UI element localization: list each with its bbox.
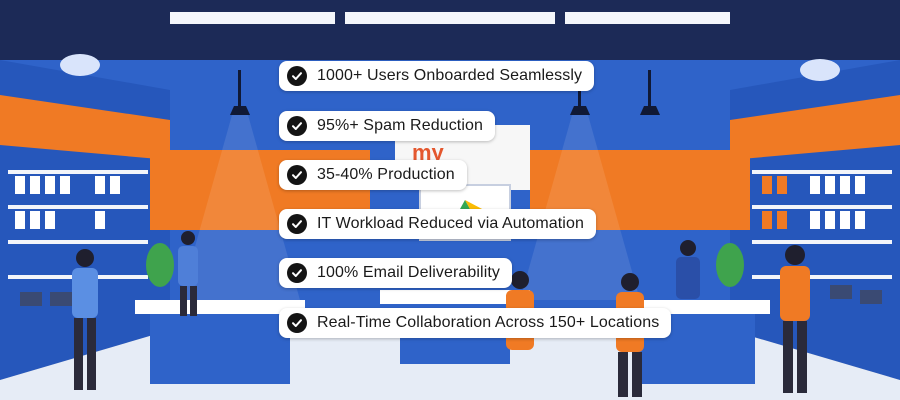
check-circle-icon <box>287 214 307 234</box>
highlight-it-workload: IT Workload Reduced via Automation <box>279 209 596 239</box>
highlight-text: 100% Email Deliverability <box>317 264 501 281</box>
check-circle-icon <box>287 165 307 185</box>
check-circle-icon <box>287 263 307 283</box>
highlight-text: 95%+ Spam Reduction <box>317 117 484 134</box>
highlight-text: Real-Time Collaboration Across 150+ Loca… <box>317 314 660 331</box>
check-circle-icon <box>287 313 307 333</box>
highlight-spam-reduction: 95%+ Spam Reduction <box>279 111 496 141</box>
highlight-real-time-collaboration: Real-Time Collaboration Across 150+ Loca… <box>279 308 672 338</box>
check-circle-icon <box>287 66 307 86</box>
highlight-text: 1000+ Users Onboarded Seamlessly <box>317 67 583 84</box>
highlight-text: IT Workload Reduced via Automation <box>317 215 584 232</box>
highlight-text: 35-40% Production <box>317 166 455 183</box>
highlight-users-onboarded: 1000+ Users Onboarded Seamlessly <box>279 61 595 91</box>
highlight-production: 35-40% Production <box>279 160 467 190</box>
check-circle-icon <box>287 116 307 136</box>
highlight-email-deliverability: 100% Email Deliverability <box>279 258 513 288</box>
